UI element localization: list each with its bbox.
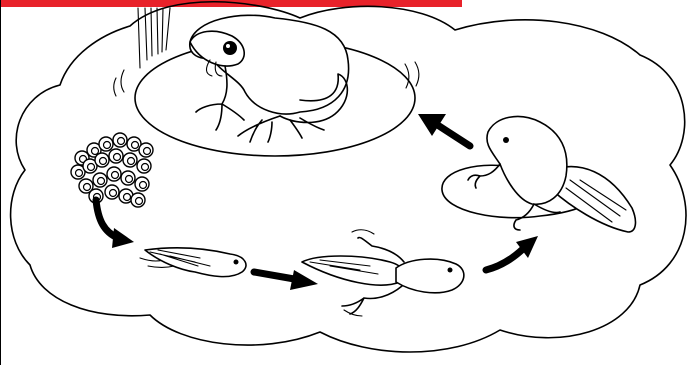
legged-tadpole-upper-leg xyxy=(357,236,405,263)
left-edge-line xyxy=(0,0,1,365)
arrow-froglet-to-adult-head xyxy=(418,114,446,136)
adult-frog-eye xyxy=(223,41,237,55)
froglet-front-leg xyxy=(467,163,501,189)
legged-tadpole-body xyxy=(395,258,465,294)
eggs-stage xyxy=(70,132,154,208)
egg-yolk xyxy=(98,156,108,166)
egg-yolk xyxy=(108,188,118,198)
egg-yolk xyxy=(112,152,122,162)
egg-yolk xyxy=(124,174,134,184)
egg-yolk xyxy=(126,156,136,166)
arrow-legged-tadpole-to-froglet-head xyxy=(516,236,538,258)
arrow-eggs-to-tadpole-head xyxy=(112,228,134,248)
egg-yolk xyxy=(90,146,100,156)
top-accent-bar xyxy=(0,0,462,7)
egg-yolk xyxy=(74,168,84,178)
adult-frog-eye-highlight xyxy=(226,44,230,48)
froglet-tail-texture xyxy=(565,179,627,223)
tadpole-tail-texture xyxy=(149,249,211,267)
tadpole-with-legs-stage xyxy=(301,229,465,317)
arrow-froglet-to-adult xyxy=(432,120,474,150)
adult-frog-toes xyxy=(205,59,223,77)
legged-tadpole-back-leg xyxy=(341,285,403,315)
froglet-eye xyxy=(503,137,509,143)
arrow-tadpole-to-legged-tadpole-head xyxy=(290,270,318,290)
reed-stems xyxy=(137,7,171,69)
water-ripples-right xyxy=(404,61,420,89)
water-ripples-left xyxy=(113,69,125,97)
legged-tadpole-eye xyxy=(447,267,453,273)
froglet-body xyxy=(486,115,568,205)
arrow-legged-tadpole-to-froglet xyxy=(482,242,530,274)
egg-yolk xyxy=(96,176,106,186)
tadpole-stage xyxy=(139,247,247,278)
adult-frog-front-leg xyxy=(195,65,245,131)
legged-tadpole-motion-lines xyxy=(343,229,375,317)
adult-frog-foot xyxy=(237,115,325,143)
froglet-stage xyxy=(441,115,637,233)
egg-yolk xyxy=(122,192,132,202)
legged-tadpole-tail xyxy=(301,255,406,286)
froglet-back-leg xyxy=(513,203,561,231)
egg-yolk xyxy=(116,136,126,146)
adult-frog-head xyxy=(189,30,245,67)
tadpole-eye xyxy=(233,259,239,265)
froglet-tail xyxy=(551,165,637,233)
egg-yolk xyxy=(86,162,96,172)
cloud-outline xyxy=(9,0,687,353)
egg-yolk xyxy=(142,146,152,156)
egg-yolk xyxy=(82,182,92,192)
egg-yolk xyxy=(138,180,148,190)
egg-yolk xyxy=(140,162,150,172)
egg-yolk xyxy=(130,140,140,150)
egg-yolk xyxy=(78,154,88,164)
legged-tadpole-tail-texture xyxy=(309,259,379,275)
egg-yolk xyxy=(134,196,144,206)
egg-yolk xyxy=(110,170,120,180)
adult-frog-stage xyxy=(113,7,420,157)
egg-yolk xyxy=(102,140,112,150)
